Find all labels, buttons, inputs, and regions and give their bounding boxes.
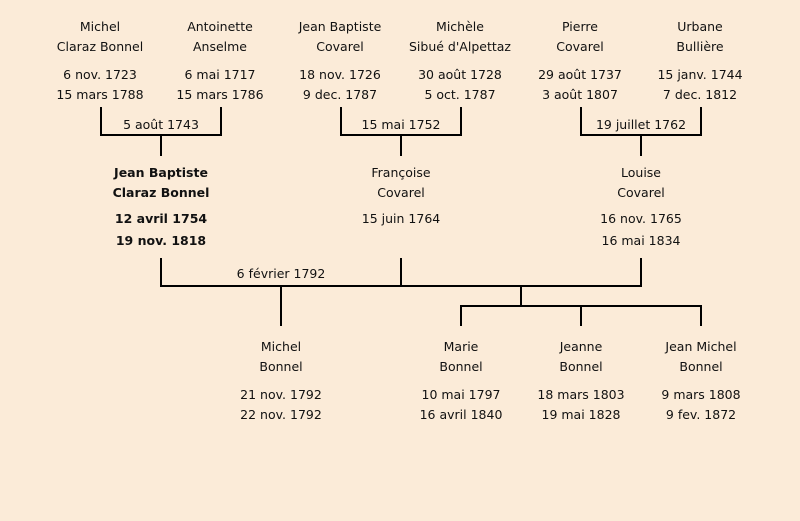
last-name: Bonnel bbox=[559, 359, 603, 374]
last-name: Bonnel bbox=[679, 359, 723, 374]
death-date: 15 mars 1786 bbox=[176, 87, 264, 102]
last-name: Sibué d'Alpettaz bbox=[409, 39, 511, 54]
birth-date: 15 janv. 1744 bbox=[657, 67, 743, 82]
birth-date: 9 mars 1808 bbox=[661, 387, 741, 402]
marriage-date: 5 août 1743 bbox=[123, 117, 199, 132]
death-date: 16 avril 1840 bbox=[419, 407, 503, 422]
death-date: 5 oct. 1787 bbox=[424, 87, 496, 102]
marriage-date: 15 mai 1752 bbox=[361, 117, 441, 132]
birth-date: 18 nov. 1726 bbox=[299, 67, 381, 82]
first-name: Jean Baptiste bbox=[298, 19, 382, 34]
child-line-2 bbox=[460, 286, 702, 326]
death-date: 9 dec. 1787 bbox=[302, 87, 378, 102]
death-date: 19 nov. 1818 bbox=[115, 233, 207, 248]
marriage-date: 19 juillet 1762 bbox=[595, 117, 687, 132]
parents-line bbox=[160, 258, 642, 287]
last-name: Bullière bbox=[676, 39, 724, 54]
couple-line-1 bbox=[100, 107, 222, 156]
first-name: Françoise bbox=[371, 165, 431, 180]
death-date: 22 nov. 1792 bbox=[240, 407, 322, 422]
first-name: Marie bbox=[443, 339, 479, 354]
birth-date: 29 août 1737 bbox=[538, 67, 622, 82]
last-name: Claraz Bonnel bbox=[56, 39, 144, 54]
death-date: 16 mai 1834 bbox=[601, 233, 681, 248]
first-name: Urbane bbox=[677, 19, 723, 34]
first-name: Antoinette bbox=[187, 19, 253, 34]
birth-date: 30 août 1728 bbox=[418, 67, 502, 82]
death-date: 3 août 1807 bbox=[542, 87, 618, 102]
first-name: Louise bbox=[621, 165, 661, 180]
last-name: Covarel bbox=[556, 39, 604, 54]
birth-date: 10 mai 1797 bbox=[421, 387, 501, 402]
first-name: Michèle bbox=[436, 19, 484, 34]
marriage-date: 6 février 1792 bbox=[236, 266, 326, 281]
first-name: Pierre bbox=[562, 19, 598, 34]
last-name: Anselme bbox=[192, 39, 248, 54]
death-date: 15 mars 1788 bbox=[56, 87, 144, 102]
death-date: 19 mai 1828 bbox=[541, 407, 621, 422]
birth-date: 6 mai 1717 bbox=[184, 67, 256, 82]
couple-line-2 bbox=[340, 107, 462, 156]
birth-date: 18 mars 1803 bbox=[537, 387, 625, 402]
first-name: Jean Baptiste bbox=[114, 165, 208, 180]
birth-date: 6 nov. 1723 bbox=[63, 67, 137, 82]
first-name: Michel bbox=[79, 19, 121, 34]
last-name: Covarel bbox=[617, 185, 665, 200]
first-name: Jeanne bbox=[559, 339, 603, 354]
first-name: Jean Michel bbox=[665, 339, 737, 354]
first-name: Michel bbox=[260, 339, 302, 354]
last-name: Bonnel bbox=[439, 359, 483, 374]
last-name: Covarel bbox=[377, 185, 425, 200]
birth-date: 16 nov. 1765 bbox=[600, 211, 682, 226]
last-name: Covarel bbox=[316, 39, 364, 54]
death-date: 9 fev. 1872 bbox=[665, 407, 737, 422]
birth-date: 21 nov. 1792 bbox=[240, 387, 322, 402]
couple-line-3 bbox=[580, 107, 702, 156]
death-date: 7 dec. 1812 bbox=[662, 87, 738, 102]
last-name: Bonnel bbox=[259, 359, 303, 374]
birth-date: 12 avril 1754 bbox=[114, 211, 208, 226]
birth-date: 15 juin 1764 bbox=[361, 211, 441, 226]
last-name: Claraz Bonnel bbox=[112, 185, 210, 200]
